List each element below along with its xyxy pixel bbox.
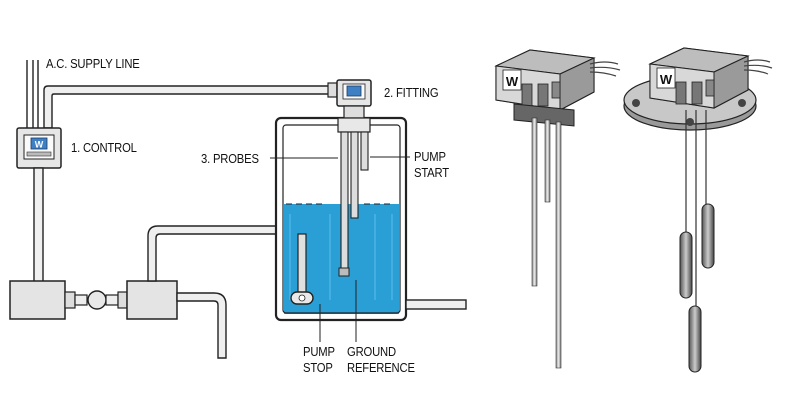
- label-control: 1. CONTROL: [71, 141, 137, 155]
- label-pump-stop-line1: PUMP: [303, 345, 335, 359]
- label-ground-line1: GROUND: [347, 345, 396, 359]
- label-pump-start-line1: PUMP: [414, 150, 446, 164]
- fitting-and-probes: [336, 79, 372, 277]
- label-pump-stop-line2: STOP: [303, 361, 333, 375]
- conduit-to-pump: [33, 167, 44, 284]
- probe-fitting-unit-right: W: [623, 47, 773, 373]
- label-fitting: 2. FITTING: [384, 86, 439, 100]
- control-logo: W: [35, 140, 44, 150]
- supply-line-cable: [26, 60, 39, 128]
- label-supply-line: A.C. SUPPLY LINE: [46, 57, 140, 71]
- left-unit-logo: W: [506, 74, 519, 89]
- tank: [274, 116, 467, 322]
- right-unit-logo: W: [660, 72, 673, 87]
- probe-fitting-unit-left: W: [494, 49, 621, 369]
- leader-lines: [270, 156, 410, 342]
- pump-motor: [9, 280, 128, 320]
- label-probes: 3. PROBES: [201, 152, 259, 166]
- label-pump-start-line2: START: [414, 166, 449, 180]
- label-ground-line2: REFERENCE: [347, 361, 415, 375]
- control-unit: W: [16, 127, 62, 169]
